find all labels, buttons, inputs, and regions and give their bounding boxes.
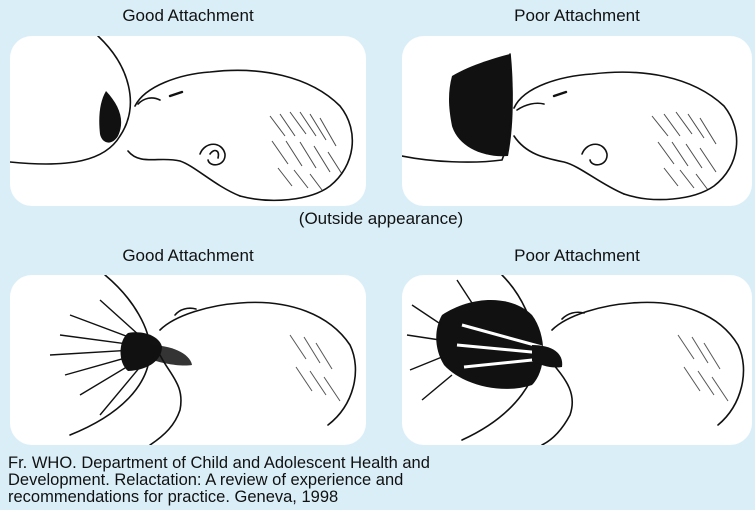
top-right-label: Poor Attachment	[402, 6, 752, 26]
citation-line-3: recommendations for practice. Geneva, 19…	[8, 489, 748, 506]
outside-appearance-caption: (Outside appearance)	[10, 209, 752, 229]
poor-inside-illustration	[402, 275, 752, 445]
good-inside-illustration	[10, 275, 366, 445]
bottom-left-label: Good Attachment	[10, 246, 366, 266]
source-citation: Fr. WHO. Department of Child and Adolesc…	[8, 455, 748, 506]
panel-good-outside	[10, 36, 366, 206]
panel-poor-inside	[402, 275, 752, 445]
citation-line-2: Development. Relactation: A review of ex…	[8, 472, 748, 489]
panel-good-inside	[10, 275, 366, 445]
poor-outside-illustration	[402, 36, 752, 206]
bottom-right-label: Poor Attachment	[402, 246, 752, 266]
top-left-label: Good Attachment	[10, 6, 366, 26]
panel-poor-outside	[402, 36, 752, 206]
good-outside-illustration	[10, 36, 366, 206]
citation-line-1: Fr. WHO. Department of Child and Adolesc…	[8, 455, 748, 472]
